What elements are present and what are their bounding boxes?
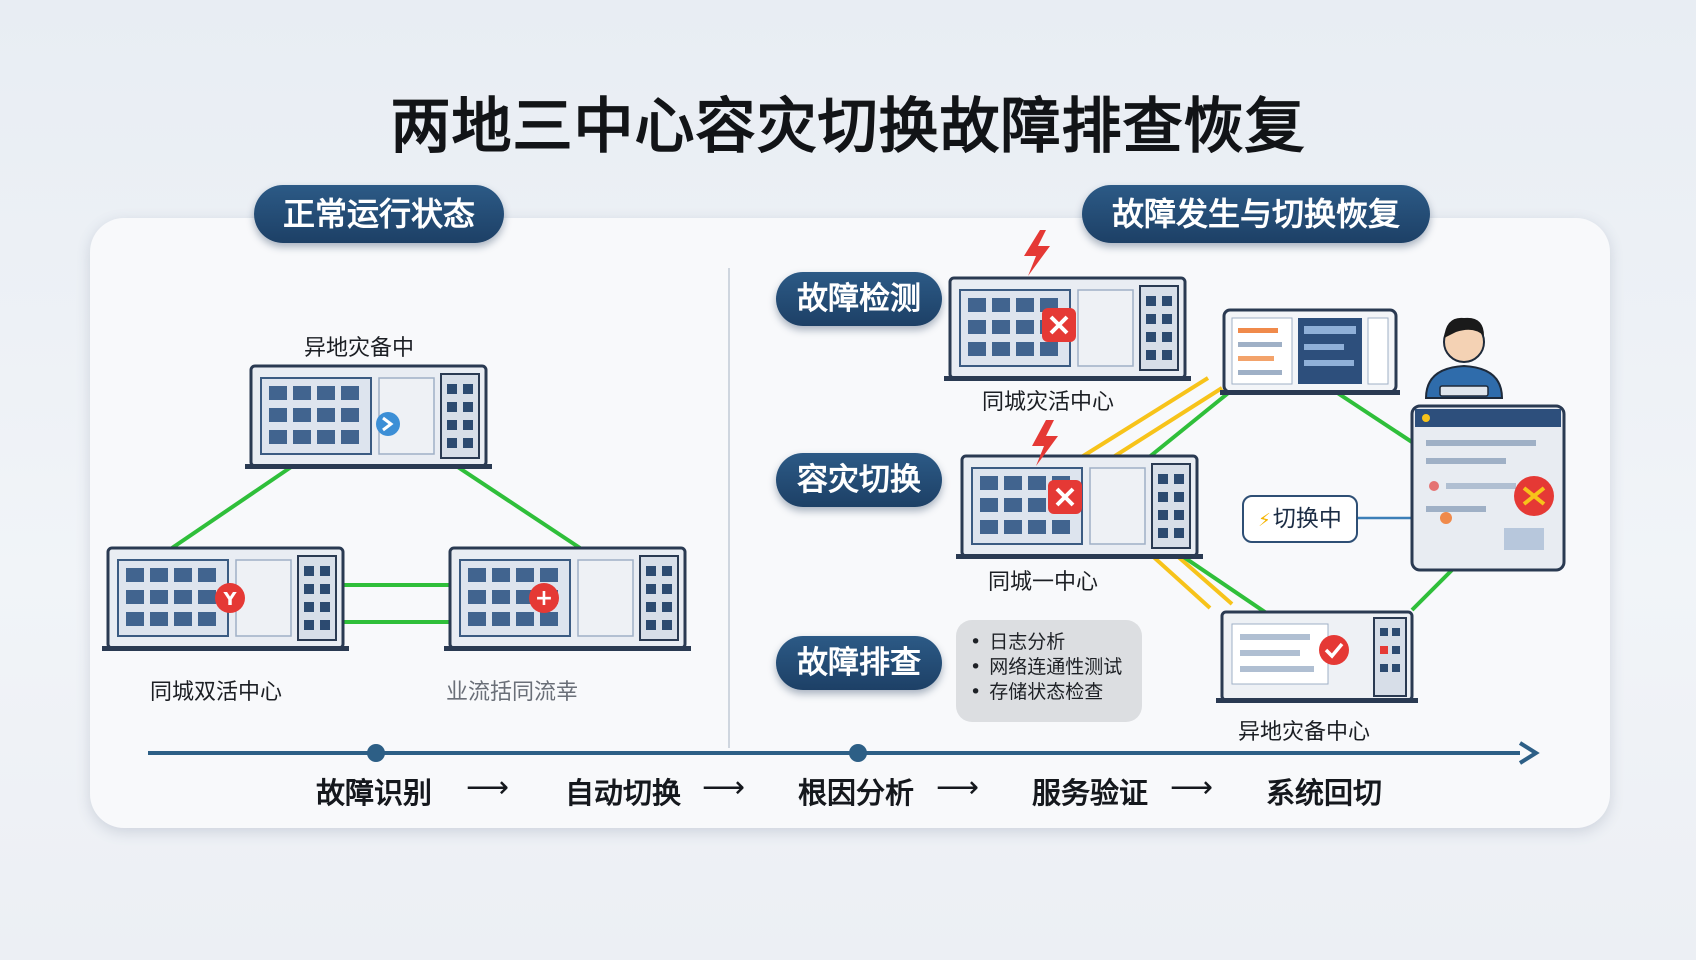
arrow-right-icon: ⟶ <box>702 770 746 805</box>
arrow-right-icon: ⟶ <box>936 770 980 805</box>
building-icon <box>954 454 1205 561</box>
dashboard-icon <box>1410 404 1566 572</box>
stage-switch: 容灾切换 <box>776 453 942 507</box>
arrow-right-icon: ⟶ <box>466 770 510 805</box>
timeline <box>148 741 1540 765</box>
node-label-active-active: 同城双活中心 <box>150 680 283 705</box>
step-1: 故障识别 <box>316 776 433 810</box>
node-label-business: 业流括同流幸 <box>446 680 579 705</box>
building-icon: + <box>442 546 693 653</box>
lightning-icon <box>1024 230 1050 276</box>
switching-badge: ⚡切换中 <box>1242 495 1358 543</box>
section-header-failover: 故障发生与切换恢复 <box>1082 185 1430 243</box>
step-4: 服务验证 <box>1032 776 1149 810</box>
building-icon <box>942 276 1193 383</box>
checklist-item: 存储状态检查 <box>970 680 1142 705</box>
page-title: 两地三中心容灾切换故障排查恢复 <box>390 92 1306 162</box>
step-3: 根因分析 <box>798 776 915 810</box>
building-icon: Y <box>100 546 351 653</box>
lightning-icon: ⚡ <box>1258 510 1271 531</box>
arrow-right-icon: ⟶ <box>1170 770 1214 805</box>
svg-text:Y: Y <box>222 589 237 610</box>
step-2: 自动切换 <box>565 776 682 810</box>
monitor-icon <box>1218 308 1402 397</box>
node-label-remote: 异地灾备中 <box>304 336 415 361</box>
switching-label: 切换中 <box>1272 506 1342 532</box>
node-label-city-active: 同城灾活中心 <box>982 390 1115 415</box>
lightning-icon <box>1032 420 1058 466</box>
step-5: 系统回切 <box>1266 776 1383 810</box>
section-header-normal: 正常运行状态 <box>254 185 504 243</box>
svg-text:+: + <box>535 586 553 611</box>
building-icon <box>243 364 494 471</box>
section-divider <box>728 268 730 748</box>
stage-troubleshoot: 故障排查 <box>776 636 942 690</box>
troubleshoot-checklist: 日志分析 网络连通性测试 存储状态检查 <box>956 620 1142 722</box>
engineer-icon <box>1424 317 1504 399</box>
building-icon <box>1216 610 1418 703</box>
status-dot <box>1440 512 1452 524</box>
stage-detect: 故障检测 <box>776 272 942 326</box>
node-label-city-one: 同城一中心 <box>988 570 1099 595</box>
checklist-item: 日志分析 <box>970 630 1142 655</box>
node-label-remote-dr: 异地灾备中心 <box>1238 720 1371 745</box>
checklist-item: 网络连通性测试 <box>970 655 1142 680</box>
